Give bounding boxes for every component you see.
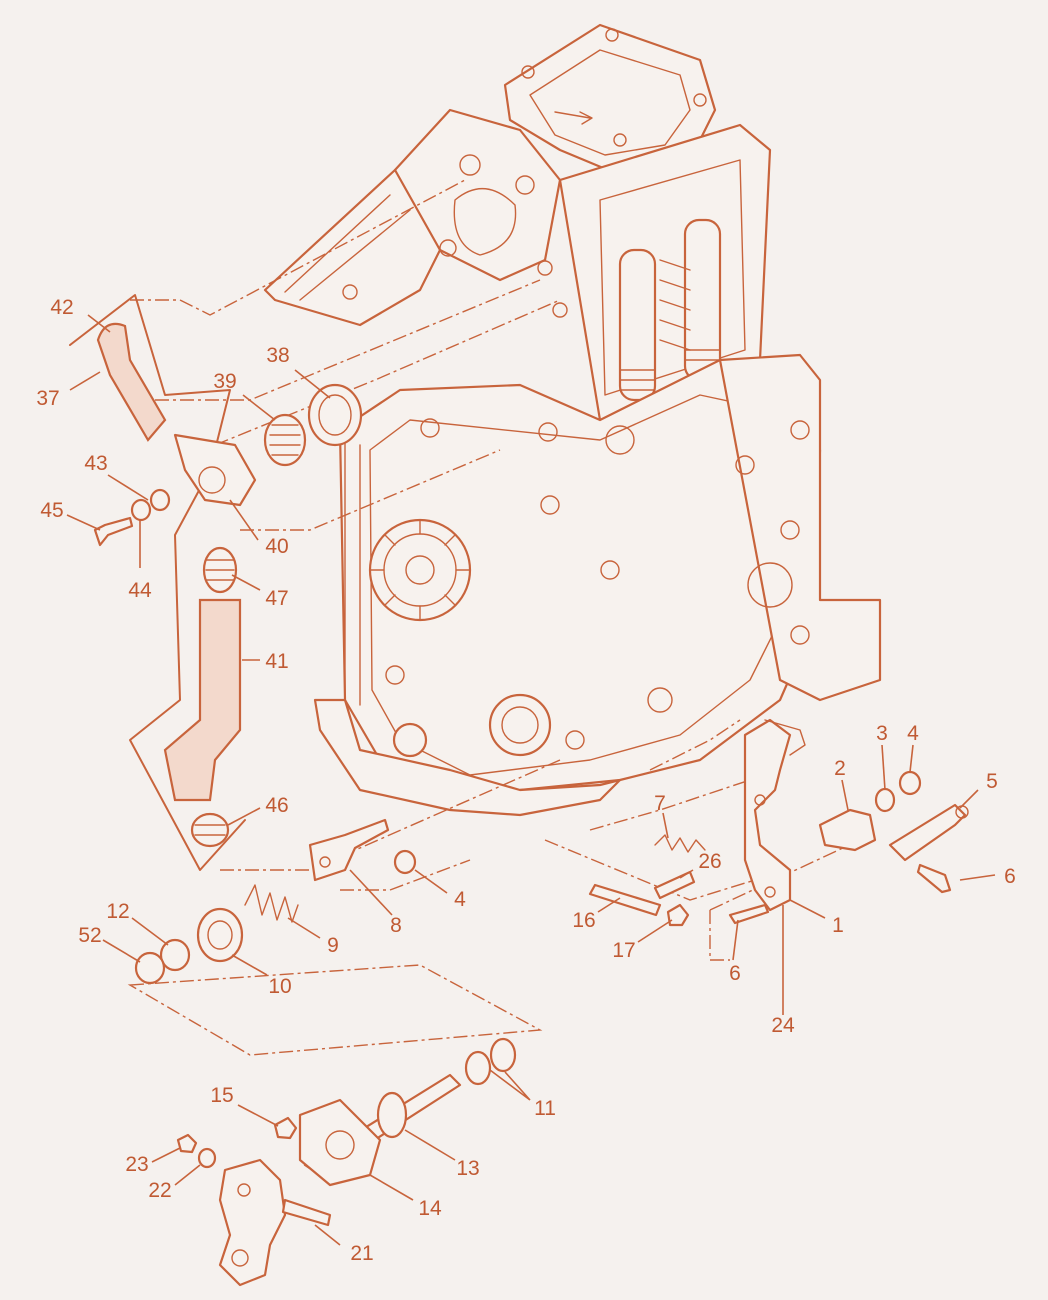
- o-ring-12: [159, 938, 191, 972]
- callout-39: 39: [213, 370, 236, 393]
- callout-11: 11: [534, 1097, 556, 1120]
- callout-5: 5: [986, 770, 998, 793]
- callout-4-top: 4: [907, 722, 919, 745]
- callout-43: 43: [84, 452, 107, 475]
- callout-9: 9: [327, 934, 339, 957]
- callout-13: 13: [456, 1157, 479, 1180]
- circlip-4: [393, 849, 417, 875]
- callout-10: 10: [268, 975, 291, 998]
- callout-17: 17: [612, 939, 635, 962]
- callout-22: 22: [148, 1179, 171, 1202]
- plate-5: [888, 803, 967, 862]
- hose-elbow-42: [96, 322, 167, 442]
- callout-labels: 42 37 38 39 43 45 44 40 47 41 46 3 4 2 5…: [36, 296, 1016, 1265]
- clamp-46: [190, 812, 230, 848]
- callout-12: 12: [106, 900, 129, 923]
- circlip-4b: [898, 770, 922, 796]
- callout-37: 37: [36, 387, 59, 410]
- callout-47: 47: [265, 587, 288, 610]
- callout-45: 45: [40, 499, 63, 522]
- nut-17: [666, 903, 690, 927]
- collar-38: [307, 383, 363, 447]
- callout-26: 26: [698, 850, 721, 873]
- callout-1: 1: [832, 914, 844, 937]
- callout-40: 40: [265, 535, 288, 558]
- screw-6a: [916, 863, 952, 894]
- callout-3: 3: [876, 722, 888, 745]
- screw-6b: [728, 903, 770, 925]
- spring-9: [244, 884, 299, 923]
- bolt-45: [93, 516, 134, 547]
- lever-8: [308, 818, 390, 882]
- spring-7: [654, 834, 706, 853]
- o-ring-11a: [464, 1050, 492, 1086]
- washer-44: [130, 498, 152, 522]
- callout-4-lower: 4: [454, 888, 466, 911]
- callout-46: 46: [265, 794, 288, 817]
- callout-16: 16: [572, 909, 595, 932]
- plug-10: [196, 907, 244, 963]
- callout-41: 41: [265, 650, 288, 673]
- callout-6-lower: 6: [729, 962, 741, 985]
- hose-assembly: [69, 294, 363, 871]
- flange-14: [298, 1098, 382, 1187]
- adjusting-screw-26: [653, 870, 696, 900]
- callout-21: 21: [350, 1242, 373, 1265]
- bracket-24: [743, 718, 792, 912]
- callout-23: 23: [125, 1153, 148, 1176]
- engine-block: [263, 23, 882, 817]
- callout-7: 7: [654, 792, 666, 815]
- threaded-nipple-39: [263, 413, 307, 467]
- hose-41: [163, 598, 242, 802]
- callout-24: 24: [771, 1014, 795, 1037]
- nut-23: [176, 1133, 198, 1154]
- leader-lines: [66, 314, 996, 1246]
- shaft-2: [818, 808, 877, 852]
- o-ring-11b: [489, 1037, 517, 1073]
- washer-3: [874, 787, 896, 813]
- callout-6-right: 6: [1004, 865, 1016, 888]
- callout-15: 15: [210, 1084, 233, 1107]
- callout-42: 42: [50, 296, 73, 319]
- tee-fitting-40: [173, 433, 257, 507]
- o-ring-52: [134, 951, 166, 985]
- callout-38: 38: [266, 344, 289, 367]
- callout-2: 2: [834, 757, 846, 780]
- lever-21: [218, 1158, 287, 1287]
- callout-52: 52: [78, 924, 101, 947]
- callout-44: 44: [128, 579, 152, 602]
- callout-14: 14: [418, 1197, 442, 1220]
- washer-22: [197, 1147, 217, 1169]
- callout-8: 8: [390, 914, 402, 937]
- adjusting-screw-16: [588, 883, 662, 917]
- nut-15: [273, 1116, 298, 1140]
- loose-parts: [134, 718, 969, 1287]
- washer-43: [149, 488, 171, 512]
